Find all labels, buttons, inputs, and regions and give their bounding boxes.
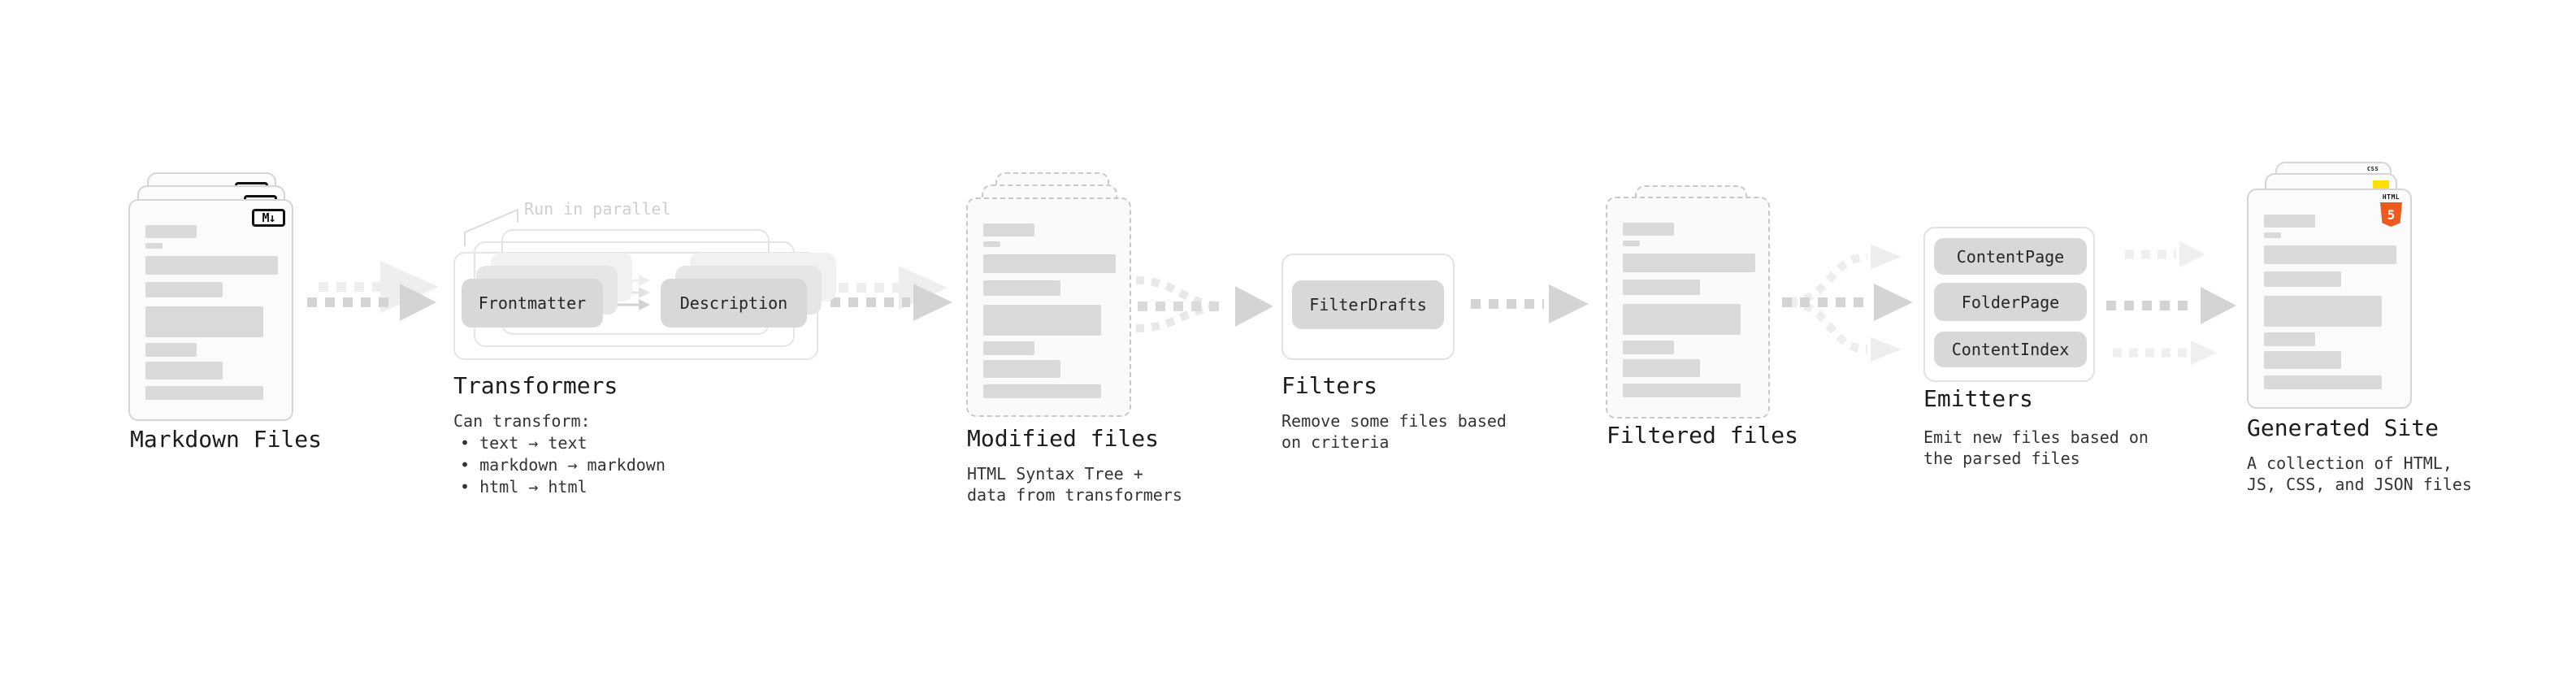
generated-site-label: Generated Site <box>2247 414 2439 441</box>
mini-arrow-head <box>639 299 650 310</box>
html5-badge-icon: HTML 5 <box>2380 193 2402 227</box>
placeholder-text-bars <box>1607 198 1768 417</box>
arrow-head-middle <box>2201 287 2236 324</box>
filtered-files-label: Filtered files <box>1607 422 1799 449</box>
modified-file-card-front <box>966 197 1131 417</box>
modified-files-label: Modified files <box>967 425 1160 452</box>
filterdrafts-box: FilterDrafts <box>1292 280 1444 329</box>
html5-shield: 5 <box>2380 202 2402 227</box>
arrow-filters-to-filtered <box>1471 284 1589 323</box>
arrow-curve-bottom <box>1789 299 1868 354</box>
emitters-title: Emitters <box>1923 385 2033 412</box>
placeholder-text-bars <box>968 199 1130 415</box>
contentpage-box: ContentPage <box>1934 238 2087 275</box>
arrow-head-light <box>380 261 439 313</box>
transform-bullet: • markdown → markdown <box>460 455 666 475</box>
description-box: Description <box>661 279 807 327</box>
arrows-emitters-to-generated <box>2106 241 2236 365</box>
arrow-head-dark <box>1235 286 1273 327</box>
arrow-curve-top <box>1789 253 1868 306</box>
arrow-head-top <box>1871 245 1902 269</box>
arrow-head-bottom <box>1871 337 1902 362</box>
emitters-subtitle: Emit new files based on the parsed files <box>1923 427 2149 468</box>
arrow-head-dark <box>913 284 952 321</box>
generated-file-card-front: HTML 5 <box>2247 189 2412 409</box>
arrow-head-bottom <box>2191 340 2217 365</box>
arrow-head-dark <box>400 284 436 321</box>
transform-bullet: • html → html <box>460 477 588 497</box>
frontmatter-box: Frontmatter <box>462 279 603 327</box>
mini-arrow-head <box>639 287 650 298</box>
markdown-files-label: Markdown Files <box>130 426 323 453</box>
filtered-file-card-front <box>1606 197 1770 419</box>
arrow-filtered-to-emitters <box>1782 245 1913 362</box>
transform-bullet: • text → text <box>460 433 588 453</box>
markdown-badge-icon: M↓ <box>252 209 285 227</box>
folderpage-box: FolderPage <box>1934 283 2087 321</box>
run-in-parallel-note: Run in parallel <box>524 199 671 219</box>
run-in-parallel-leader-line <box>464 208 518 246</box>
arrow-markdown-to-transformers <box>307 261 439 321</box>
arrow-head-top <box>2179 241 2205 267</box>
css-badge-label: CSS <box>2366 166 2379 172</box>
arrow-head-light <box>899 266 948 310</box>
markdown-file-card-front: M↓ <box>128 199 293 421</box>
filters-title: Filters <box>1281 372 1378 399</box>
transformers-title: Transformers <box>453 372 618 399</box>
can-transform-heading: Can transform: <box>453 411 591 431</box>
arrow-head-dark <box>1549 284 1589 323</box>
html5-badge-label: HTML <box>2382 193 2400 201</box>
transform-bullet-list: • text → text • markdown → markdown • ht… <box>460 432 666 498</box>
filters-subtitle: Remove some files based on criteria <box>1281 411 1507 452</box>
arrow-head-dark <box>1874 284 1913 321</box>
mini-arrow-head <box>639 275 650 286</box>
arrow-modified-to-filters <box>1135 276 1273 332</box>
placeholder-text-bars <box>130 201 292 419</box>
arrow-transformers-to-modified <box>830 266 952 321</box>
modified-files-subtitle: HTML Syntax Tree + data from transformer… <box>967 464 1182 505</box>
contentindex-box: ContentIndex <box>1934 332 2087 367</box>
placeholder-text-bars <box>2249 190 2410 407</box>
generated-site-subtitle: A collection of HTML, JS, CSS, and JSON … <box>2247 453 2472 494</box>
